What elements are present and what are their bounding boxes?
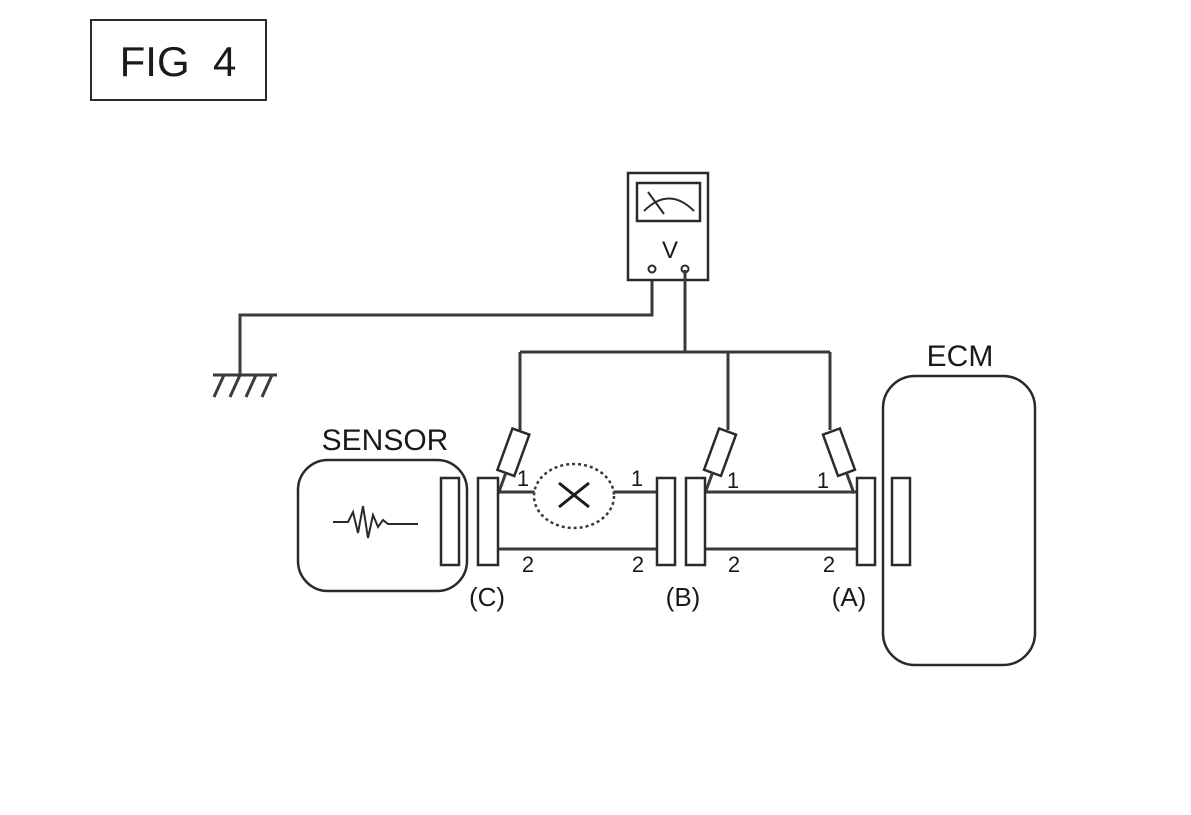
ecm-connector [890, 476, 912, 567]
figure-title: FIG 4 [120, 38, 237, 85]
connector-a-label: (A) [832, 582, 867, 612]
sensor: SENSOR [296, 424, 469, 593]
pin-a-1: 1 [817, 468, 829, 493]
connector-a [855, 476, 877, 567]
meter-negative-terminal [647, 264, 657, 274]
meter-display [635, 181, 702, 223]
open-circuit-mark [532, 462, 616, 530]
pin-b-right-1: 1 [727, 468, 739, 493]
pin-b-right-2: 2 [728, 552, 740, 577]
probe-a [821, 426, 857, 495]
sensor-label: SENSOR [322, 424, 449, 457]
connector-c [476, 476, 500, 567]
pin-c-2: 2 [522, 552, 534, 577]
pin-c-1: 1 [517, 466, 529, 491]
ecm-label: ECM [927, 340, 994, 373]
sensor-waveform-icon [333, 505, 418, 539]
connector-b-left [655, 476, 677, 567]
pin-a-2: 2 [823, 552, 835, 577]
meter-unit-label: V [662, 237, 678, 264]
probe-c [495, 426, 531, 495]
pin-b-left-1: 1 [631, 466, 643, 491]
meter-scale-arc [643, 197, 695, 212]
ground-symbol [212, 373, 277, 398]
sensor-connector [439, 476, 461, 567]
figure-title-box: FIG 4 [90, 19, 267, 101]
voltmeter: V [626, 171, 710, 282]
ground-lead-wire [238, 270, 654, 375]
connector-c-label: (C) [469, 582, 505, 612]
meter-needle [647, 191, 665, 215]
ecm: ECM [881, 340, 1037, 667]
pin-b-left-2: 2 [632, 552, 644, 577]
connector-b-label: (B) [666, 582, 701, 612]
connector-b-right [684, 476, 707, 567]
